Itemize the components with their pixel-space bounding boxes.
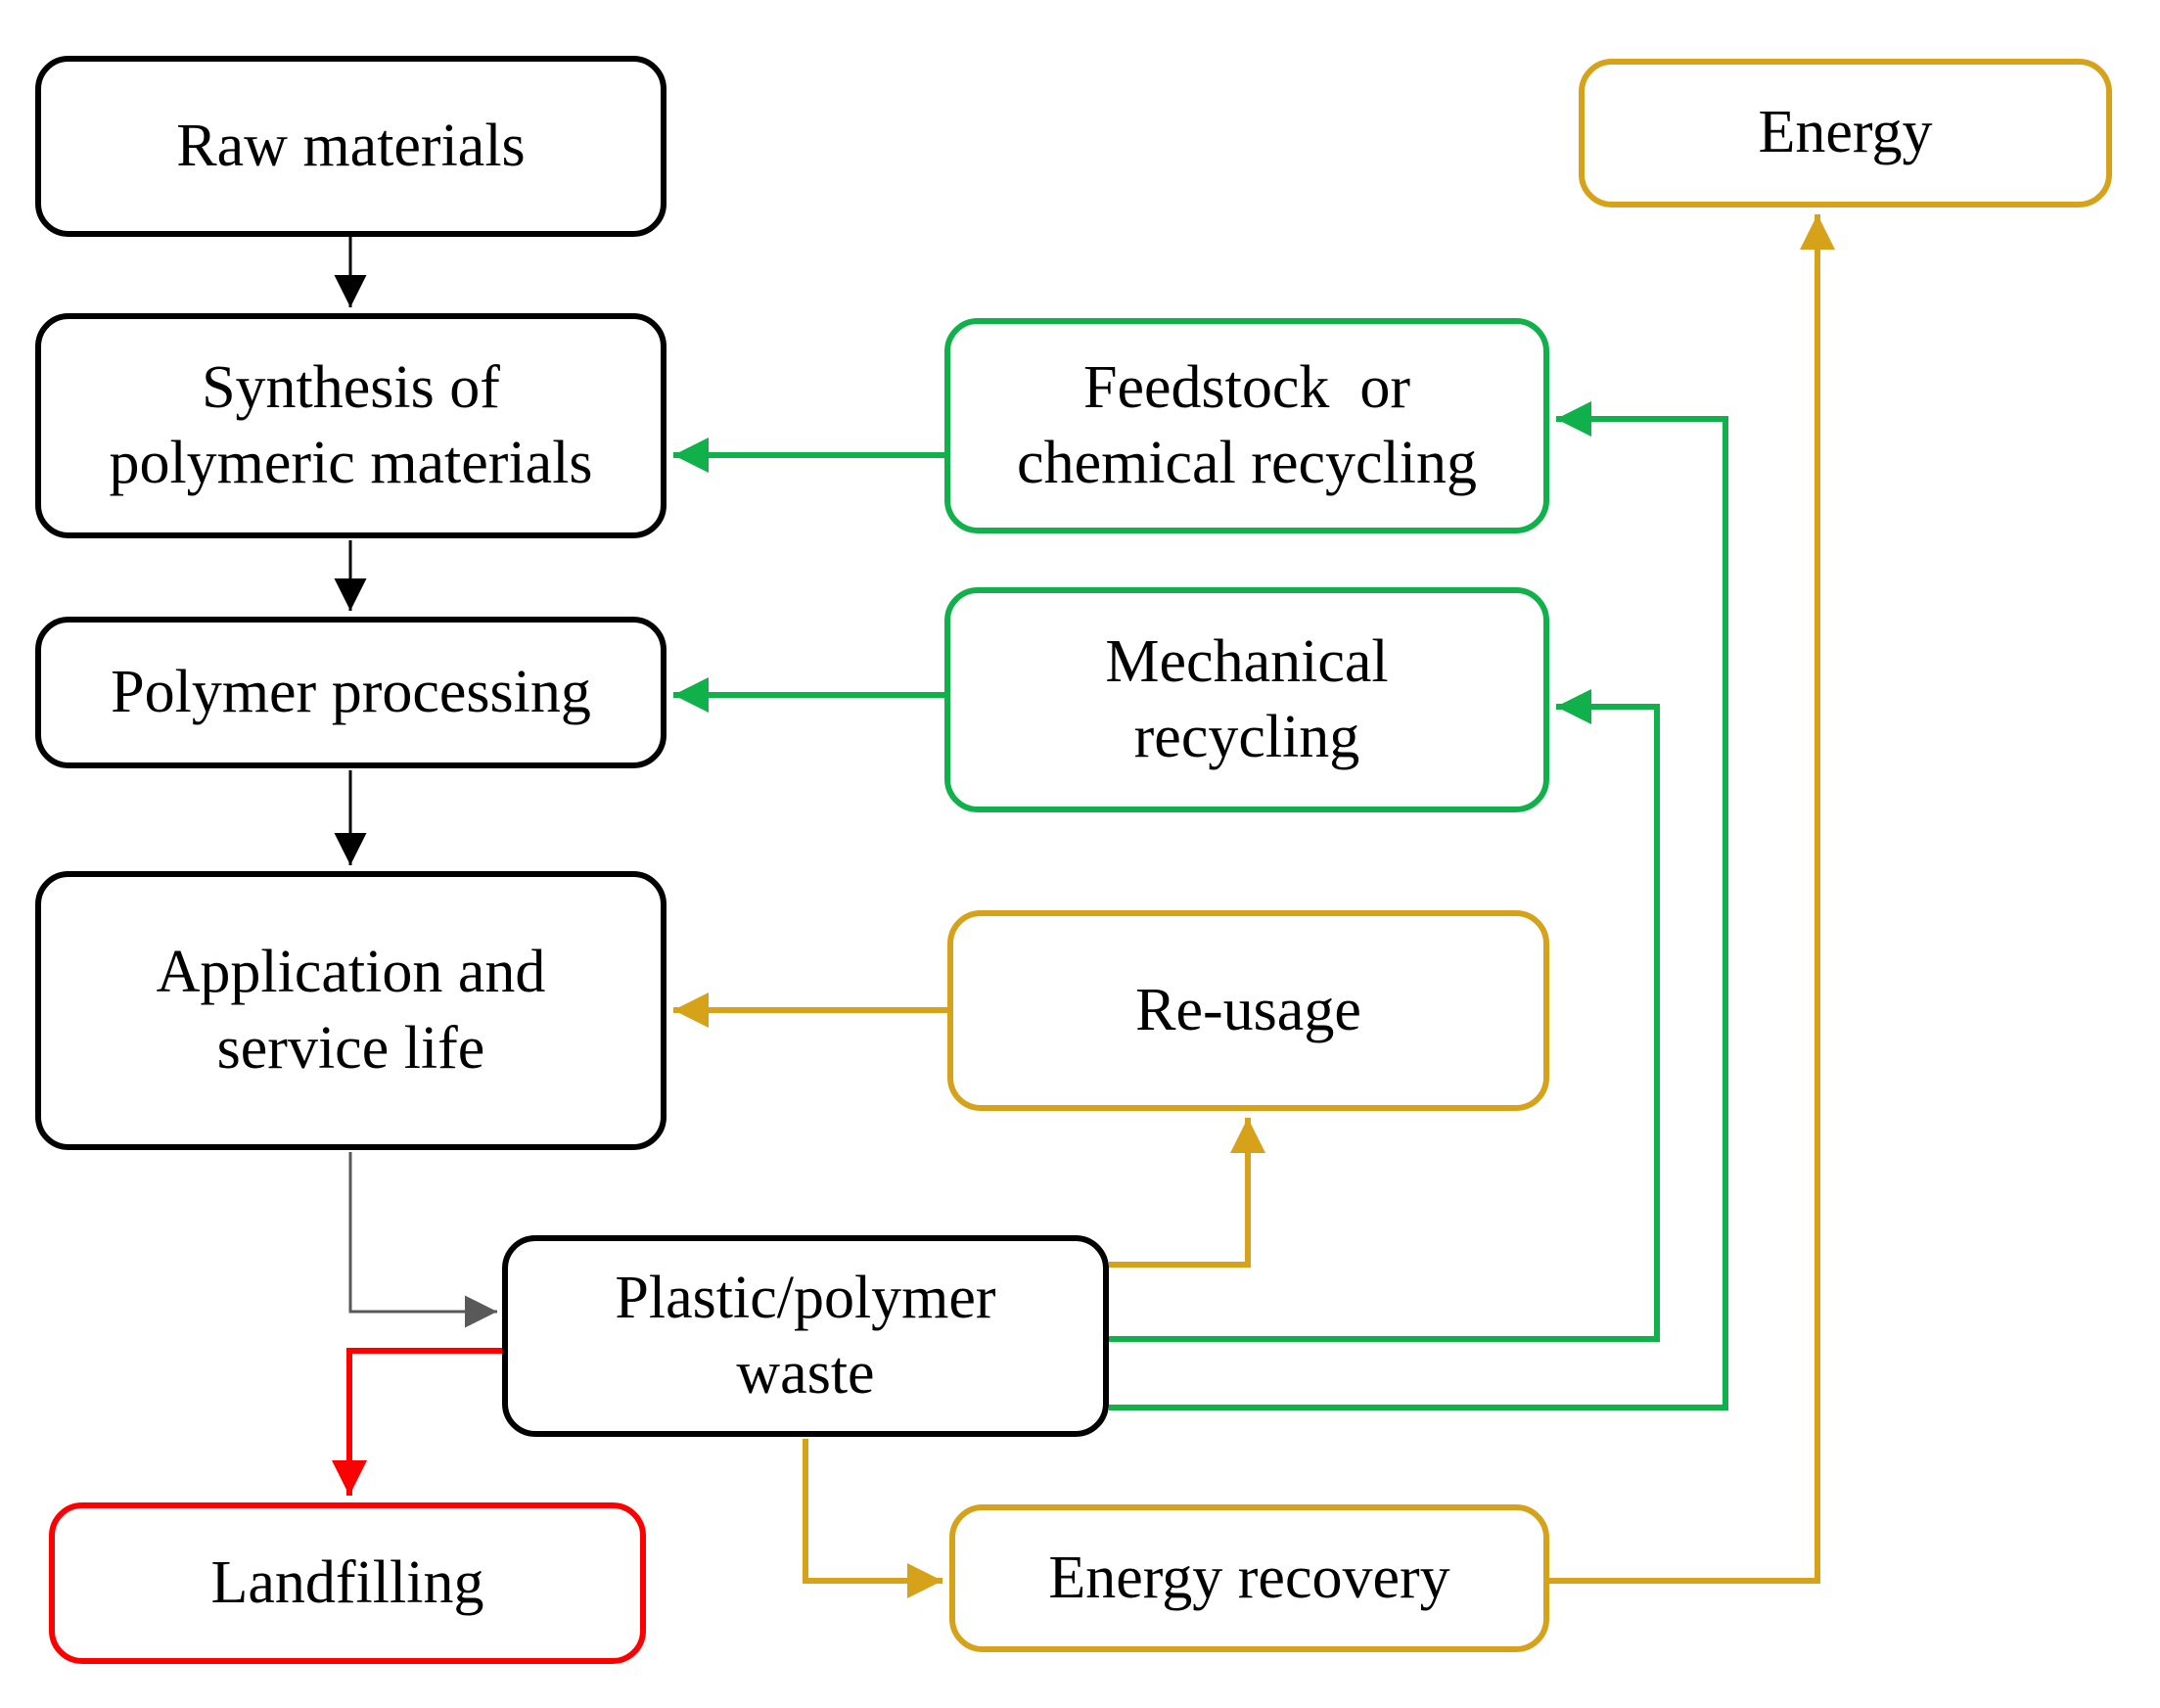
- arrow-energy-recovery-to-energy: [1549, 214, 1835, 1584]
- node-mechanical-recycling: Mechanical recycling: [944, 587, 1549, 812]
- arrow-application-to-waste: [348, 1152, 497, 1328]
- arrow-waste-to-feedstock: [1109, 401, 1728, 1410]
- node-raw-materials: Raw materials: [35, 56, 666, 237]
- arrow-waste-to-mechanical: [1109, 689, 1660, 1342]
- node-landfilling: Landfilling: [49, 1502, 646, 1664]
- node-re-usage: Re-usage: [947, 910, 1549, 1111]
- node-plastic-polymer-waste: Plastic/polymer waste: [502, 1235, 1109, 1437]
- node-synthesis-of-polymeric-materials: Synthesis of polymeric materials: [35, 313, 666, 538]
- arrow-waste-to-landfilling: [332, 1348, 502, 1496]
- node-feedstock-or-chemical-recycling: Feedstock or chemical recycling: [944, 318, 1549, 533]
- arrow-waste-to-energy-recovery: [803, 1439, 942, 1598]
- node-polymer-processing: Polymer processing: [35, 617, 666, 768]
- node-energy: Energy: [1579, 59, 2112, 208]
- arrow-waste-to-reusage: [1109, 1118, 1265, 1268]
- node-energy-recovery: Energy recovery: [949, 1504, 1549, 1652]
- node-application-and-service-life: Application and service life: [35, 871, 666, 1150]
